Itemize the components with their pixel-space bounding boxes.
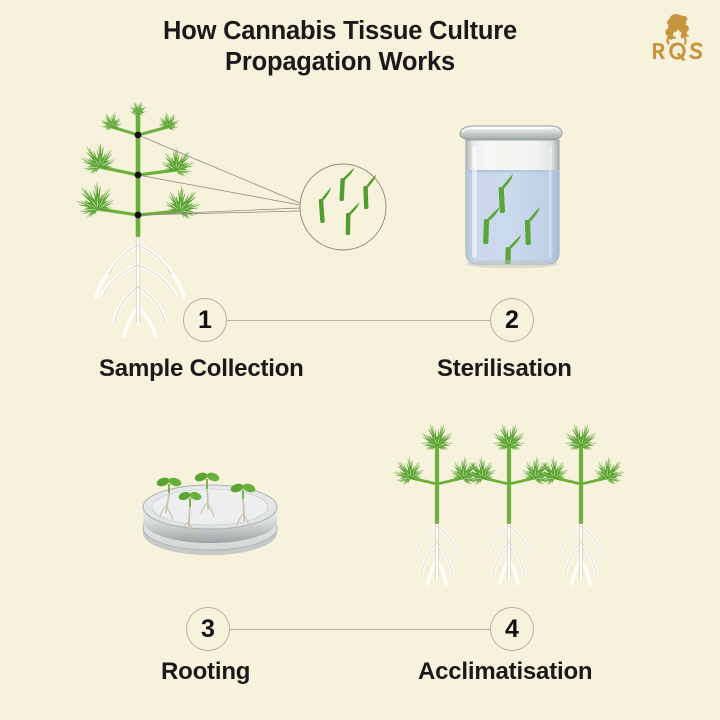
- plant-node-dots: [134, 131, 142, 219]
- explant-cuttings: [318, 167, 377, 236]
- explant-callout-circle: [299, 163, 387, 251]
- step-label-1: Sample Collection: [99, 355, 304, 382]
- rqs-logo[interactable]: [646, 8, 708, 66]
- plantlet-2: [461, 424, 558, 584]
- step-circle-4[interactable]: 4: [490, 607, 534, 651]
- plant-roots-outline: [102, 230, 176, 324]
- beaker-explants: [483, 173, 540, 264]
- page-title-line-1: How Cannabis Tissue Culture: [162, 17, 518, 45]
- step-label-2: Sterilisation: [437, 355, 572, 382]
- step-label-3: Rooting: [161, 658, 251, 685]
- illustration-acclimatisation: [395, 418, 625, 598]
- page-title: How Cannabis Tissue Culture Propagation …: [60, 16, 620, 78]
- step-circle-1[interactable]: 1: [183, 298, 227, 342]
- illustration-rooting: [135, 445, 285, 565]
- plantlet-1: [389, 424, 486, 584]
- illustration-sample-collection: [60, 75, 387, 339]
- beaker-rim: [459, 125, 563, 141]
- step-circle-3[interactable]: 3: [186, 607, 230, 651]
- connector-3-4: [229, 629, 492, 630]
- illustration-sterilisation: [450, 112, 575, 277]
- step-label-4: Acclimatisation: [418, 658, 593, 685]
- petri-dish-seedlings: [156, 472, 256, 537]
- beaker-liquid: [466, 170, 559, 264]
- step-circle-2[interactable]: 2: [490, 298, 534, 342]
- connector-1-2: [226, 320, 492, 321]
- page-title-line-2: Propagation Works: [225, 48, 455, 77]
- plantlet-3: [533, 424, 630, 584]
- callout-lines: [137, 134, 301, 216]
